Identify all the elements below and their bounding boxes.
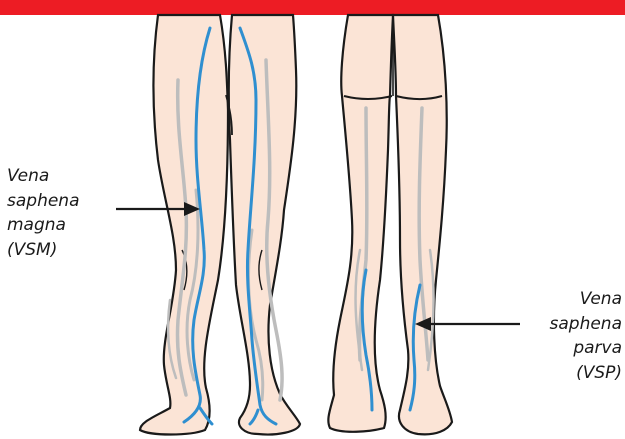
label-vena-saphena-magna: Vena saphena magna (VSM)	[7, 164, 80, 262]
top-red-band	[0, 0, 625, 15]
front-left-leg-outline	[140, 15, 228, 435]
label-vsm-line-4: (VSM)	[7, 238, 80, 263]
front-right-leg-outline	[229, 15, 300, 435]
vsm-pointer	[116, 202, 200, 216]
front-view-legs	[140, 15, 300, 435]
back-right-leg-outline	[393, 15, 452, 434]
vsp-pointer	[415, 317, 520, 331]
label-vsp-line-1: Vena	[536, 287, 622, 312]
label-vsp-line-3: parva	[536, 336, 622, 361]
back-view-legs	[328, 15, 452, 434]
label-vsp-line-2: saphena	[536, 312, 622, 337]
label-vsm-line-1: Vena	[7, 164, 80, 189]
label-vsp-line-4: (VSP)	[536, 361, 622, 386]
label-vsm-line-2: saphena	[7, 189, 80, 214]
label-vsm-line-3: magna	[7, 213, 80, 238]
label-vena-saphena-parva: Vena saphena parva (VSP)	[536, 287, 622, 385]
